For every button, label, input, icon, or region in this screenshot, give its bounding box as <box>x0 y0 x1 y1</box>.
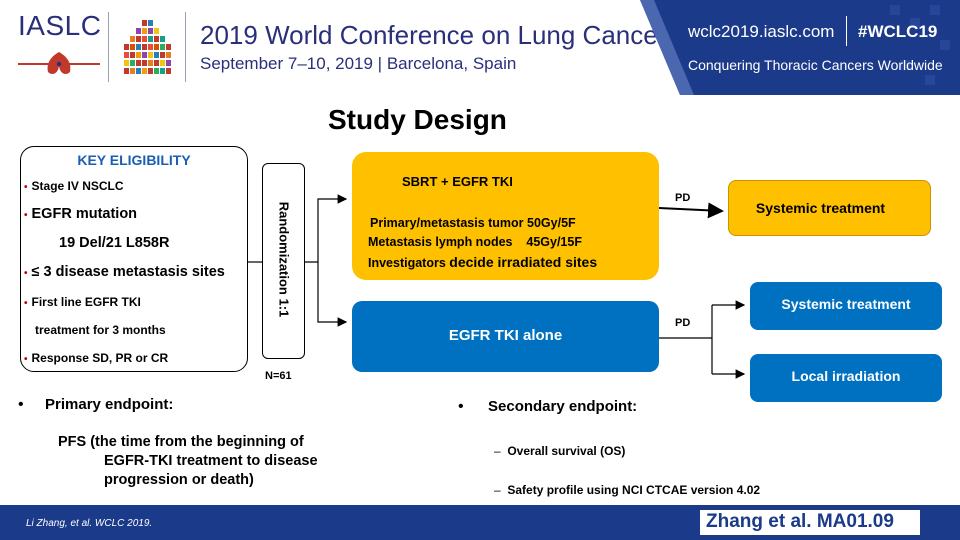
eligibility-item: 19 Del/21 L858R <box>59 235 170 251</box>
dash-icon: – <box>494 444 508 458</box>
bullet-icon: • <box>458 398 464 415</box>
conference-title: 2019 World Conference on Lung Cancer <box>200 20 667 50</box>
eligibility-item: •≤ 3 disease metastasis sites <box>24 264 225 280</box>
sbrt-dose-line: Primary/metastasis tumor 50Gy/5F <box>370 216 576 230</box>
slide-title: Study Design <box>328 104 507 135</box>
pd-label: PD <box>675 192 691 204</box>
bullet-icon: • <box>24 210 28 221</box>
systemic-treatment-box <box>728 180 931 236</box>
eligibility-item: •Response SD, PR or CR <box>24 351 169 365</box>
systemic-treatment-label: Systemic treatment <box>755 200 886 216</box>
dash-icon: – <box>494 483 508 497</box>
banner-tagline: Conquering Thoracic Cancers Worldwide <box>688 57 943 73</box>
secondary-endpoint-item: – Overall survival (OS) <box>494 444 626 458</box>
randomization-box <box>262 163 305 359</box>
eligibility-item: •First line EGFR TKI <box>24 295 141 309</box>
eligibility-item: •Stage IV NSCLC <box>24 179 124 193</box>
bullet-icon: • <box>24 268 28 279</box>
sample-size-label: N=61 <box>265 370 292 382</box>
eligibility-heading: KEY ELIGIBILITY <box>77 152 191 168</box>
eligibility-item: treatment for 3 months <box>35 323 166 337</box>
secondary-endpoint-item: – Safety profile using NCI CTCAE version… <box>494 483 761 497</box>
header-divider <box>185 12 186 82</box>
tki-arm-box <box>352 301 659 372</box>
bullet-icon: • <box>18 396 24 413</box>
iaslc-logo-text: IASLC <box>18 10 102 41</box>
footer-reference-box <box>700 510 920 535</box>
primary-endpoint-label: Primary endpoint: <box>45 396 174 413</box>
systemic-treatment-box <box>750 282 942 330</box>
bullet-icon: • <box>24 354 28 365</box>
arrow-pd-top <box>658 202 724 219</box>
arrow-to-sbrt <box>305 194 348 263</box>
tki-arm-title: EGFR TKI alone <box>448 327 563 344</box>
bullet-icon: • <box>24 182 28 193</box>
header-divider <box>108 12 109 82</box>
conference-date: September 7–10, 2019 | Barcelona, Spain <box>200 54 517 73</box>
systemic-treatment-label: Systemic treatment <box>781 296 911 312</box>
sbrt-dose-line: Investigators decide irradiated sites <box>368 254 598 270</box>
sbrt-dose-line: Metastasis lymph nodes 45Gy/15F <box>368 235 582 249</box>
conference-banner <box>640 0 960 95</box>
arrow-to-tki <box>317 262 348 327</box>
sagrada-familia-mosaic-icon <box>124 20 171 74</box>
banner-divider <box>846 16 847 46</box>
eligibility-box <box>20 146 248 372</box>
footer-reference: Zhang et al. MA01.09 <box>706 511 894 532</box>
banner-hashtag: #WCLC19 <box>858 22 938 41</box>
sbrt-arm-box <box>352 152 659 280</box>
pd-label: PD <box>675 317 691 329</box>
lungs-emblem-icon <box>18 52 100 74</box>
local-irradiation-label: Local irradiation <box>791 368 901 384</box>
secondary-endpoint-label: Secondary endpoint: <box>488 398 638 415</box>
banner-url[interactable]: wclc2019.iaslc.com <box>688 22 835 41</box>
local-irradiation-box <box>750 354 942 402</box>
sbrt-arm-title: SBRT + EGFR TKI <box>402 174 513 189</box>
footer-citation: Li Zhang, et al. WCLC 2019. <box>26 518 153 529</box>
bullet-icon: • <box>24 298 28 309</box>
primary-endpoint-text: PFS (the time from the beginning of EGFR… <box>58 434 318 488</box>
eligibility-item: •EGFR mutation <box>24 206 138 222</box>
